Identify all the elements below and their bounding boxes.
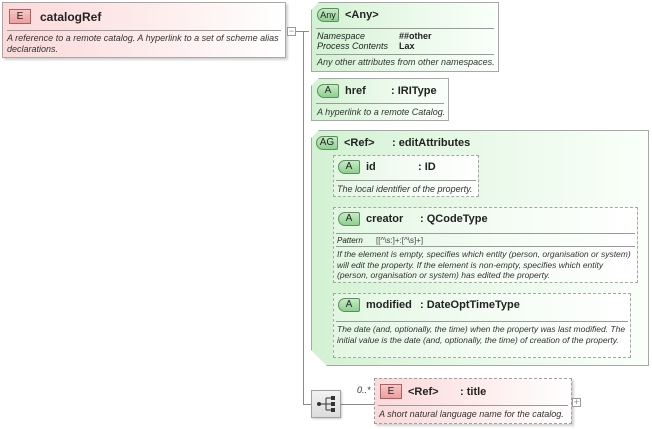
process-contents-value: Lax — [399, 41, 415, 51]
sequence-icon — [317, 396, 335, 412]
any-badge-icon: Any — [317, 8, 339, 22]
collapse-button[interactable]: − — [287, 26, 296, 36]
connector — [341, 404, 374, 405]
attribute-description: The local identifier of the property. — [337, 184, 473, 194]
attribute-id[interactable]: A id : ID The local identifier of the pr… — [333, 155, 479, 197]
connector — [303, 404, 311, 405]
attribute-href[interactable]: A href : IRIType A hyperlink to a remote… — [311, 78, 449, 121]
namespace-value: ##other — [399, 31, 432, 41]
element-type: : title — [460, 385, 487, 398]
attribute-badge-icon: A — [338, 298, 360, 312]
pattern-label: Pattern — [337, 236, 363, 245]
attribute-type: : QCodeType — [420, 213, 488, 225]
namespace-label: Namespace — [317, 31, 366, 41]
element-name: catalogRef — [40, 9, 102, 24]
divider — [316, 54, 494, 55]
attribute-badge-icon: A — [338, 212, 360, 226]
element-title[interactable]: E <Ref> : title A short natural language… — [374, 378, 572, 424]
attribute-creator[interactable]: A creator : QCodeType Pattern [[^\s:]+:[… — [333, 207, 638, 283]
attribute-description: The date (and, optionally, the time) whe… — [337, 324, 626, 345]
attribute-type: : ID — [418, 161, 436, 173]
element-name: <Ref> — [408, 385, 439, 398]
attribute-description: If the element is empty, specifies which… — [337, 249, 631, 280]
divider — [336, 321, 628, 322]
cardinality-label: 0..* — [357, 385, 371, 395]
divider — [316, 28, 494, 29]
divider — [7, 30, 281, 31]
pattern-value: [[^\s:]+:[^\s]+] — [376, 236, 424, 245]
any-name: <Any> — [345, 9, 379, 21]
process-contents-label: Process Contents — [317, 41, 389, 51]
element-description: A short natural language name for the ca… — [379, 409, 564, 419]
attribute-name: modified — [366, 299, 412, 311]
attribute-type: : DateOptTimeType — [420, 299, 520, 311]
any-attribute[interactable]: Any <Any> Namespace ##other Process Cont… — [311, 2, 499, 72]
divider — [378, 405, 568, 406]
attribute-name: href — [345, 85, 366, 97]
element-badge-icon: E — [380, 384, 402, 399]
group-name: <Ref> — [344, 137, 375, 149]
connector — [295, 31, 309, 32]
connector — [303, 31, 304, 404]
attribute-modified[interactable]: A modified : DateOptTimeType The date (a… — [333, 293, 631, 358]
element-description: A reference to a remote catalog. A hyper… — [7, 33, 279, 54]
element-catalogref[interactable]: E catalogRef A reference to a remote cat… — [2, 2, 286, 58]
divider — [336, 180, 476, 181]
group-badge-icon: AG — [316, 136, 338, 150]
element-badge-icon: E — [9, 9, 31, 24]
expand-button[interactable]: + — [572, 397, 581, 407]
divider — [336, 246, 635, 247]
attribute-type: : IRIType — [391, 85, 437, 97]
attribute-description: A hyperlink to a remote Catalog. — [317, 107, 446, 117]
attribute-badge-icon: A — [317, 84, 339, 98]
attribute-badge-icon: A — [338, 160, 360, 174]
sequence-compositor[interactable] — [311, 390, 341, 418]
attribute-name: id — [366, 161, 376, 173]
any-description: Any other attributes from other namespac… — [317, 57, 495, 67]
divider — [336, 233, 635, 234]
group-type: : editAttributes — [392, 137, 471, 149]
attribute-name: creator — [366, 213, 404, 225]
divider — [316, 103, 444, 104]
